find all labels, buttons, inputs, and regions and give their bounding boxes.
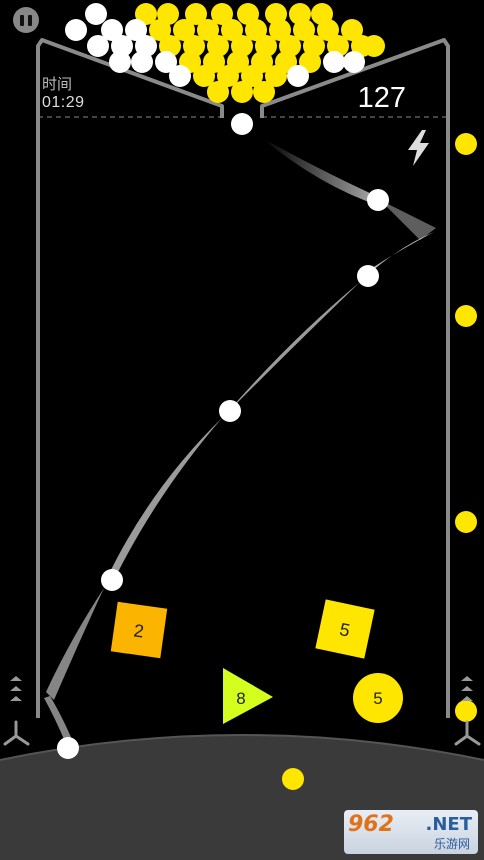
pause-icon [20,14,24,26]
timer-label: 时间 [42,76,73,93]
score: 127 [357,82,406,114]
ball [57,737,79,759]
ball [241,65,263,87]
ball [149,19,171,41]
ball [85,3,107,25]
watermark-domain: .NET [425,814,472,835]
launcher-left[interactable] [3,676,30,746]
block-triangle-8: 8 [223,668,273,724]
ball [363,35,385,57]
side-balls [282,133,477,790]
ball [253,81,275,103]
ball [207,81,229,103]
container-walls [36,38,450,718]
ball [323,51,345,73]
ball [367,189,389,211]
watermark-logo: 962 .NET 乐游网 [344,810,478,854]
ball [185,3,207,25]
ball [317,19,339,41]
launcher-right[interactable] [454,676,481,746]
ball [101,569,123,591]
ball [101,19,123,41]
ball [109,51,131,73]
ball [135,3,157,25]
ball [343,51,365,73]
spinner-icon [454,720,481,746]
watermark-brand: 962 [348,812,394,837]
ball [455,700,477,722]
ball [265,65,287,87]
block-square-5: 5 [315,599,375,659]
block-value: 5 [373,689,382,708]
ball [125,19,147,41]
block-circle-5: 5 [353,673,403,723]
ball [197,19,219,41]
ball [455,511,477,533]
ball [173,19,195,41]
ball [455,133,477,155]
ball [155,51,177,73]
block-value: 8 [236,689,245,708]
chevron-up-icon [10,676,22,701]
pause-button[interactable] [13,7,39,33]
timer-value: 01:29 [42,94,85,111]
ball [221,19,243,41]
watermark-subtitle: 乐游网 [433,837,470,851]
ball [131,51,153,73]
ball [282,768,304,790]
block-value: 5 [338,619,352,641]
ball [87,35,109,57]
ball [269,19,291,41]
ball [169,65,191,87]
block-value: 2 [133,620,146,641]
chevron-up-icon [461,676,473,701]
lightning-icon[interactable] [402,130,434,166]
block-square-2: 2 [110,601,168,659]
ball [217,65,239,87]
ball [193,65,215,87]
ball [211,3,233,25]
ball [245,19,267,41]
ball [111,35,133,57]
ball [231,81,253,103]
ball [455,305,477,327]
dropping-ball [231,113,253,135]
ball-trails [44,138,436,744]
spinner-icon [3,720,30,746]
ball-pile [65,3,385,103]
ball [357,265,379,287]
moving-balls [57,189,389,759]
ball [219,400,241,422]
ball [341,19,363,41]
ball [65,19,87,41]
ball [287,65,309,87]
ball [293,19,315,41]
